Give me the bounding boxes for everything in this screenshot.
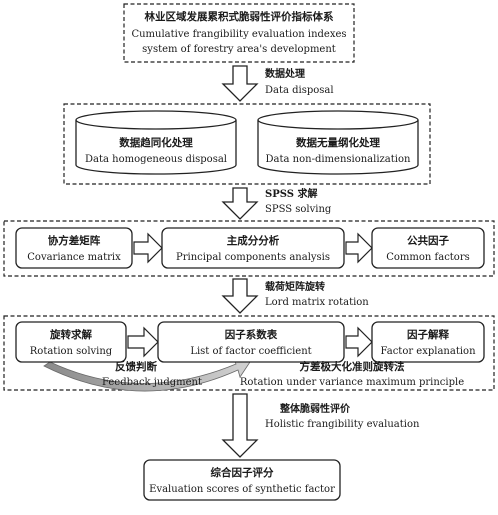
feedback-judgment-en: Feedback judgment [102, 377, 202, 388]
right-arrow-row2-a [127, 326, 159, 358]
non-dimensionalization-zh: 数据无量纲化处理 [295, 136, 380, 149]
homogeneous-disposal-en: Data homogeneous disposal [85, 154, 227, 165]
covariance-matrix-en: Covariance matrix [27, 252, 121, 263]
right-arrow-row2-b [345, 326, 373, 358]
right-arrow-row1-a [133, 232, 163, 264]
down-arrow-4 [221, 393, 259, 458]
covariance-matrix-box: 协方差矩阵 Covariance matrix [15, 227, 133, 269]
down-arrow-1 [221, 65, 259, 102]
common-factors-zh: 公共因子 [407, 234, 449, 247]
principal-components-zh: 主成分分析 [227, 234, 280, 247]
index-system-en-line2: system of forestry area's development [142, 44, 336, 55]
down-arrow-3 [221, 278, 259, 314]
data-processing-group: 数据趋同化处理 Data homogeneous disposal 数据无量纲化… [63, 103, 431, 185]
non-dimensionalization-cylinder: 数据无量纲化处理 Data non-dimensionalization [257, 110, 419, 175]
factor-explanation-en: Factor explanation [380, 346, 476, 357]
spss-solving-en: SPSS solving [265, 204, 332, 215]
factor-coefficient-box: 因子系数表 List of factor coefficient [157, 321, 345, 363]
down-arrow-2 [221, 187, 259, 220]
factor-explanation-box: 因子解释 Factor explanation [371, 321, 485, 363]
rotation-row-group: 旋转求解 Rotation solving 因子系数表 List of fact… [3, 315, 495, 392]
right-arrow-row1-b [345, 232, 373, 264]
index-system-zh: 林业区域发展累积式脆弱性评价指标体系 [145, 10, 334, 23]
covariance-matrix-zh: 协方差矩阵 [48, 234, 101, 247]
non-dimensionalization-en: Data non-dimensionalization [266, 154, 411, 165]
synthetic-factor-box: 综合因子评分 Evaluation scores of synthetic fa… [143, 459, 341, 501]
synthetic-factor-zh: 综合因子评分 [211, 466, 274, 479]
principal-components-en: Principal components analysis [176, 252, 330, 263]
rotation-solving-en: Rotation solving [30, 346, 113, 357]
index-system-en-line1: Cumulative frangibility evaluation index… [131, 29, 346, 40]
common-factors-box: 公共因子 Common factors [371, 227, 485, 269]
rotation-solving-box: 旋转求解 Rotation solving [15, 321, 127, 363]
load-matrix-rotation-zh: 载荷矩阵旋转 [265, 280, 325, 293]
feedback-judgment-zh: 反馈判断 [115, 360, 157, 373]
holistic-evaluation-zh: 整体脆弱性评价 [279, 402, 351, 415]
principal-components-box: 主成分分析 Principal components analysis [161, 227, 345, 269]
variance-rotation-en: Rotation under variance maximum principl… [240, 377, 464, 388]
factor-coefficient-en: List of factor coefficient [190, 346, 311, 357]
spss-row-group: 协方差矩阵 Covariance matrix 主成分分析 Principal … [3, 220, 495, 277]
homogeneous-disposal-cylinder: 数据趋同化处理 Data homogeneous disposal [75, 110, 237, 175]
synthetic-factor-en: Evaluation scores of synthetic factor [149, 484, 335, 495]
variance-rotation-zh: 方差极大化准则旋转法 [300, 360, 405, 373]
data-disposal-en: Data disposal [265, 85, 334, 96]
data-disposal-zh: 数据处理 [265, 67, 305, 80]
holistic-evaluation-en: Holistic frangibility evaluation [265, 419, 420, 430]
rotation-solving-zh: 旋转求解 [49, 328, 92, 341]
spss-solving-zh: SPSS 求解 [265, 187, 317, 200]
factor-coefficient-zh: 因子系数表 [225, 328, 278, 341]
load-matrix-rotation-en: Lord matrix rotation [265, 297, 369, 308]
index-system-box: 林业区域发展累积式脆弱性评价指标体系 Cumulative frangibili… [123, 3, 355, 63]
feedback-arrow [43, 357, 251, 392]
homogeneous-disposal-zh: 数据趋同化处理 [118, 136, 193, 149]
common-factors-en: Common factors [386, 252, 470, 263]
factor-explanation-zh: 因子解释 [407, 328, 449, 341]
